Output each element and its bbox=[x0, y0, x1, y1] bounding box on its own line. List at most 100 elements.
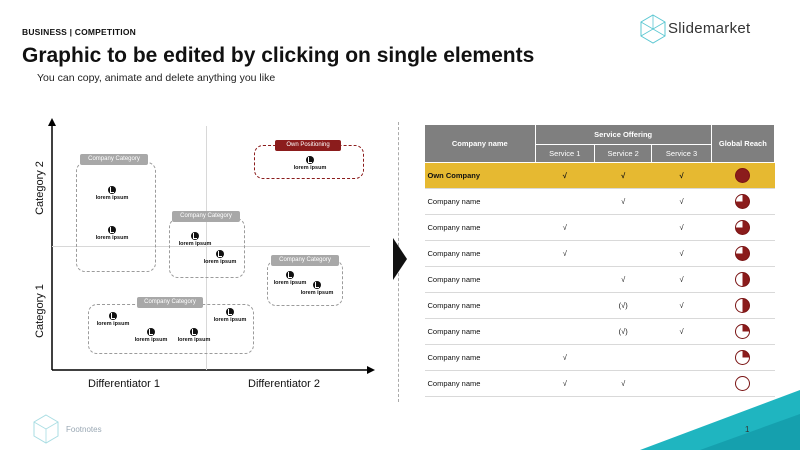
reach-pie-icon bbox=[735, 168, 751, 183]
company-name-cell: Company name bbox=[424, 240, 536, 267]
company-name-cell: Company name bbox=[424, 318, 536, 345]
service-1-cell: √ bbox=[535, 214, 595, 241]
service-2-cell bbox=[594, 344, 652, 371]
reach-pie-icon bbox=[735, 220, 751, 235]
chevron-right-icon bbox=[393, 238, 407, 280]
service-1-cell bbox=[535, 266, 595, 293]
service-1-cell: √ bbox=[535, 370, 595, 397]
company-name-cell: Company name bbox=[424, 214, 536, 241]
reach-pie-icon bbox=[735, 246, 751, 261]
table-row: Company name√√ bbox=[424, 240, 775, 267]
y-axis-label-top: Category 2 bbox=[34, 161, 46, 215]
company-logo[interactable]: lorem ipsum bbox=[133, 328, 169, 350]
table-row: Company name √√ bbox=[424, 188, 775, 215]
company-logo[interactable]: lorem ipsum bbox=[202, 250, 238, 272]
service-1-cell: √ bbox=[535, 240, 595, 267]
own-company-row: Own Company√√√ bbox=[424, 162, 775, 189]
company-name-cell: Company name bbox=[424, 292, 536, 319]
global-reach-cell bbox=[711, 344, 775, 371]
service-2-cell: √ bbox=[594, 370, 652, 397]
company-name-cell: Own Company bbox=[424, 162, 536, 189]
company-name-cell: Company name bbox=[424, 188, 536, 215]
service-3-cell: √ bbox=[651, 318, 712, 345]
column-header-service-3: Service 3 bbox=[651, 144, 712, 163]
company-category-tag: Company Category bbox=[137, 297, 203, 308]
matrix-vertical-divider bbox=[206, 126, 207, 370]
company-name-cell: Company name bbox=[424, 370, 536, 397]
company-category-tag: Company Category bbox=[271, 255, 339, 266]
slidemarket-logo-icon bbox=[640, 14, 666, 44]
own-company-logo[interactable]: lorem ipsum bbox=[292, 156, 328, 178]
reach-pie-icon bbox=[735, 350, 751, 365]
service-3-cell bbox=[651, 344, 712, 371]
service-2-cell bbox=[594, 240, 652, 267]
service-1-cell: √ bbox=[535, 344, 595, 371]
reach-pie-icon bbox=[735, 194, 751, 209]
reach-pie-icon bbox=[735, 376, 751, 391]
own-positioning-tag: Own Positioning bbox=[275, 140, 341, 151]
company-category-group[interactable] bbox=[76, 162, 156, 272]
company-name-cell: Company name bbox=[424, 344, 536, 371]
x-axis-label-left: Differentiator 1 bbox=[88, 378, 160, 390]
company-logo[interactable]: lorem ipsum bbox=[95, 312, 131, 334]
column-header-company: Company name bbox=[424, 124, 536, 163]
table-row: Company name√√ bbox=[424, 266, 775, 293]
table-row: Company name(√)√ bbox=[424, 292, 775, 319]
column-header-global-reach: Global Reach bbox=[710, 124, 776, 163]
global-reach-cell bbox=[711, 292, 775, 319]
service-3-cell bbox=[651, 370, 712, 397]
service-1-cell bbox=[535, 318, 595, 345]
global-reach-cell bbox=[711, 318, 775, 345]
service-2-cell: (√) bbox=[594, 318, 652, 345]
global-reach-cell bbox=[711, 214, 775, 241]
service-2-cell bbox=[594, 214, 652, 241]
service-3-cell: √ bbox=[651, 266, 712, 293]
global-reach-cell bbox=[711, 240, 775, 267]
company-logo[interactable]: lorem ipsum bbox=[177, 232, 213, 254]
reach-pie-icon bbox=[735, 324, 751, 339]
company-logo[interactable]: lorem ipsum bbox=[299, 281, 335, 303]
footnote-text: Footnotes bbox=[66, 425, 102, 434]
company-logo[interactable]: lorem ipsum bbox=[176, 328, 212, 350]
brand-name: Slidemarket bbox=[668, 20, 751, 37]
section-kicker: BUSINESS | COMPETITION bbox=[22, 27, 136, 37]
y-axis-label-bottom: Category 1 bbox=[34, 284, 46, 338]
global-reach-cell bbox=[711, 162, 775, 189]
company-category-tag: Company Category bbox=[80, 154, 148, 165]
corner-decoration bbox=[640, 390, 800, 450]
x-axis-label-right: Differentiator 2 bbox=[248, 378, 320, 390]
global-reach-cell bbox=[711, 370, 775, 397]
company-logo[interactable]: lorem ipsum bbox=[272, 271, 308, 293]
service-3-cell: √ bbox=[651, 162, 712, 189]
global-reach-cell bbox=[711, 266, 775, 293]
table-row: Company name (√)√ bbox=[424, 318, 775, 345]
service-1-cell bbox=[535, 188, 595, 215]
column-header-service-1: Service 1 bbox=[534, 144, 595, 163]
matrix-horizontal-divider bbox=[52, 246, 370, 247]
company-category-tag: Company Category bbox=[172, 211, 240, 222]
service-1-cell bbox=[535, 292, 595, 319]
service-3-cell: √ bbox=[651, 188, 712, 215]
company-logo[interactable]: lorem ipsum bbox=[94, 226, 130, 248]
table-row: Company name√√ bbox=[424, 370, 775, 397]
table-row: Company name√ bbox=[424, 344, 775, 371]
reach-pie-icon bbox=[735, 298, 751, 313]
global-reach-cell bbox=[711, 188, 775, 215]
matrix-axes bbox=[48, 118, 375, 374]
page-number: 1 bbox=[745, 425, 750, 434]
column-header-service-2: Service 2 bbox=[593, 144, 653, 163]
column-header-service-offering: Service Offering bbox=[534, 124, 712, 145]
company-logo[interactable]: lorem ipsum bbox=[212, 308, 248, 330]
page-subtitle: You can copy, animate and delete anythin… bbox=[37, 72, 276, 84]
service-1-cell: √ bbox=[535, 162, 595, 189]
service-3-cell: √ bbox=[651, 214, 712, 241]
service-3-cell: √ bbox=[651, 292, 712, 319]
competition-table: Company name Service Offering Global Rea… bbox=[424, 124, 776, 397]
reach-pie-icon bbox=[735, 272, 751, 287]
service-3-cell: √ bbox=[651, 240, 712, 267]
table-row: Company name√√ bbox=[424, 214, 775, 241]
service-2-cell: √ bbox=[594, 266, 652, 293]
company-logo[interactable]: lorem ipsum bbox=[94, 186, 130, 208]
page-title: Graphic to be edited by clicking on sing… bbox=[22, 44, 535, 67]
service-2-cell: √ bbox=[594, 188, 652, 215]
